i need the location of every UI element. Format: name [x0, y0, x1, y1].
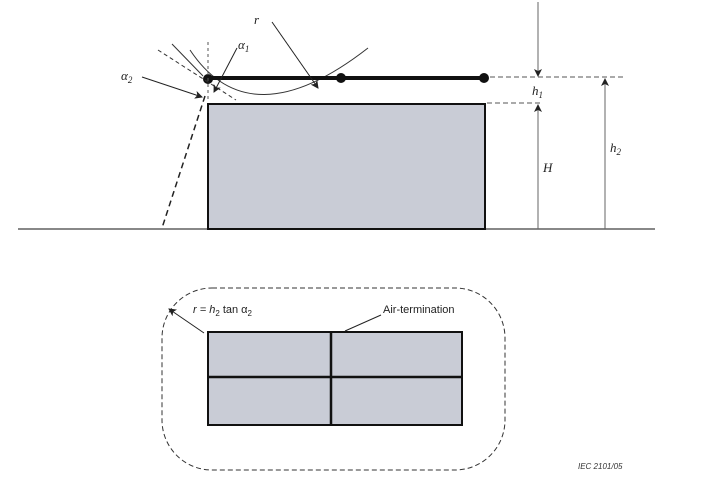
alpha2-label: α: [121, 68, 129, 83]
r-arrow: [271, 21, 319, 89]
protection-zone-outline: [161, 287, 506, 471]
H-label: H: [542, 160, 553, 175]
rod-node: [479, 73, 489, 83]
h1-sub: 1: [539, 90, 544, 100]
r-label: r: [254, 12, 260, 27]
building-plan: [207, 331, 463, 426]
alpha1-sub: 1: [245, 44, 250, 54]
svg-text:h2: h2: [610, 140, 622, 157]
h2-sub: 2: [617, 147, 622, 157]
radius-formula: r = h2 tan α2: [193, 304, 253, 318]
protection-arc: [189, 47, 369, 95]
svg-text:α2: α2: [121, 68, 133, 85]
svg-text:α1: α1: [238, 37, 249, 54]
h1-label: h: [532, 83, 539, 98]
alpha1-arrow: [213, 47, 238, 93]
air-termination-label: Air-termination: [383, 304, 455, 316]
alpha1-label: α: [238, 37, 246, 52]
alpha2-arrow: [141, 76, 203, 99]
tangent-dashed: [157, 49, 237, 101]
svg-text:h1: h1: [532, 83, 543, 100]
rod-node: [336, 73, 346, 83]
svg-text:H: H: [542, 160, 553, 175]
alpha2-sub: 2: [128, 75, 133, 85]
angle-dashed: [161, 95, 206, 229]
figure-reference: IEC 2101/05: [578, 462, 623, 471]
plan-view: r = h2 tan α2 Air-termination: [161, 287, 506, 471]
svg-text:r: r: [254, 12, 260, 27]
elevation-view: r α1 α2 h1 H h2: [18, 2, 655, 230]
air-termination-leader: [344, 314, 382, 332]
radius-arrow: [168, 308, 205, 334]
building-elevation: [207, 103, 486, 230]
h2-label: h: [610, 140, 617, 155]
tangent-solid: [171, 43, 204, 77]
